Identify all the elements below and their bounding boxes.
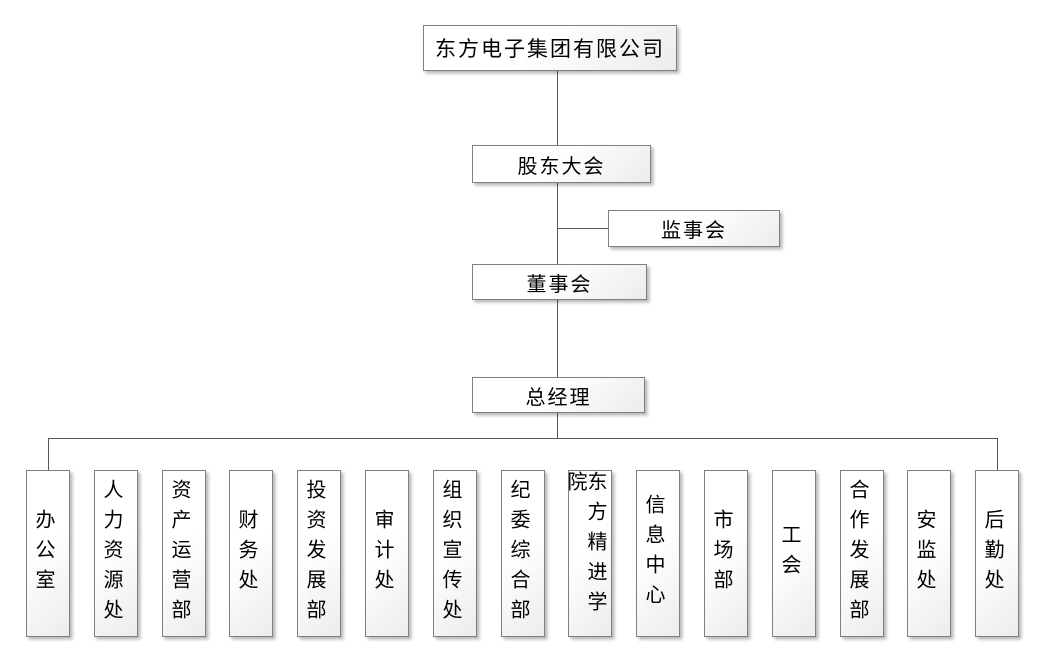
department-box-audit: 审计处: [365, 470, 409, 637]
department-label: 东方精进学院: [564, 471, 606, 621]
department-label: 财务处: [235, 508, 257, 599]
department-label: 后勤处: [981, 508, 1003, 599]
department-label: 纪委综合部: [507, 478, 529, 629]
connector-shareholders-to-board: [557, 183, 558, 264]
department-box-logistics: 后勤处: [975, 470, 1019, 637]
connector-board-to-general-manager: [557, 300, 558, 377]
department-label: 办公室: [32, 508, 54, 599]
department-box-asset-operations: 资产运营部: [162, 470, 206, 637]
connector-rail-drop-left: [48, 438, 49, 470]
general-manager-box: 总经理: [472, 377, 645, 413]
shareholders-meeting-box: 股东大会: [472, 145, 651, 183]
department-box-organization-publicity: 组织宣传处: [433, 470, 477, 637]
board-of-directors-box: 董事会: [472, 264, 647, 300]
department-label: 信息中心: [642, 493, 664, 614]
department-box-human-resources: 人力资源处: [94, 470, 138, 637]
company-box: 东方电子集团有限公司: [423, 25, 677, 71]
general-manager-label: 总经理: [525, 386, 592, 409]
department-box-information-center: 信息中心: [636, 470, 680, 637]
department-box-marketing: 市场部: [704, 470, 748, 637]
department-label: 审计处: [371, 508, 393, 599]
department-label: 工会: [778, 523, 800, 584]
department-label: 人力资源处: [100, 478, 122, 629]
department-box-cooperation-development: 合作发展部: [840, 470, 884, 637]
department-label: 组织宣传处: [439, 478, 461, 629]
department-label: 安监处: [913, 508, 935, 599]
shareholders-meeting-label: 股东大会: [517, 155, 606, 178]
supervisory-board-box: 监事会: [608, 210, 780, 247]
company-label: 东方电子集团有限公司: [435, 37, 665, 61]
department-box-finance: 财务处: [229, 470, 273, 637]
department-box-office: 办公室: [26, 470, 70, 637]
department-box-labor-union: 工会: [772, 470, 816, 637]
connector-branch-to-supervisory-board: [558, 228, 608, 229]
connector-company-to-shareholders: [557, 71, 558, 145]
department-box-discipline-committee: 纪委综合部: [501, 470, 545, 637]
department-box-safety-supervision: 安监处: [907, 470, 951, 637]
supervisory-board-label: 监事会: [661, 220, 727, 242]
department-label: 市场部: [710, 508, 732, 599]
connector-general-manager-to-rail: [557, 413, 558, 438]
connector-departments-rail: [48, 438, 998, 439]
department-box-investment-development: 投资发展部: [297, 470, 341, 637]
department-label: 资产运营部: [168, 478, 190, 629]
department-box-jingjin-academy: 东方精进学院: [564, 470, 612, 637]
department-label: 投资发展部: [303, 478, 325, 629]
board-of-directors-label: 董事会: [526, 273, 593, 296]
department-label: 合作发展部: [846, 478, 868, 629]
connector-rail-drop-right: [997, 438, 998, 470]
